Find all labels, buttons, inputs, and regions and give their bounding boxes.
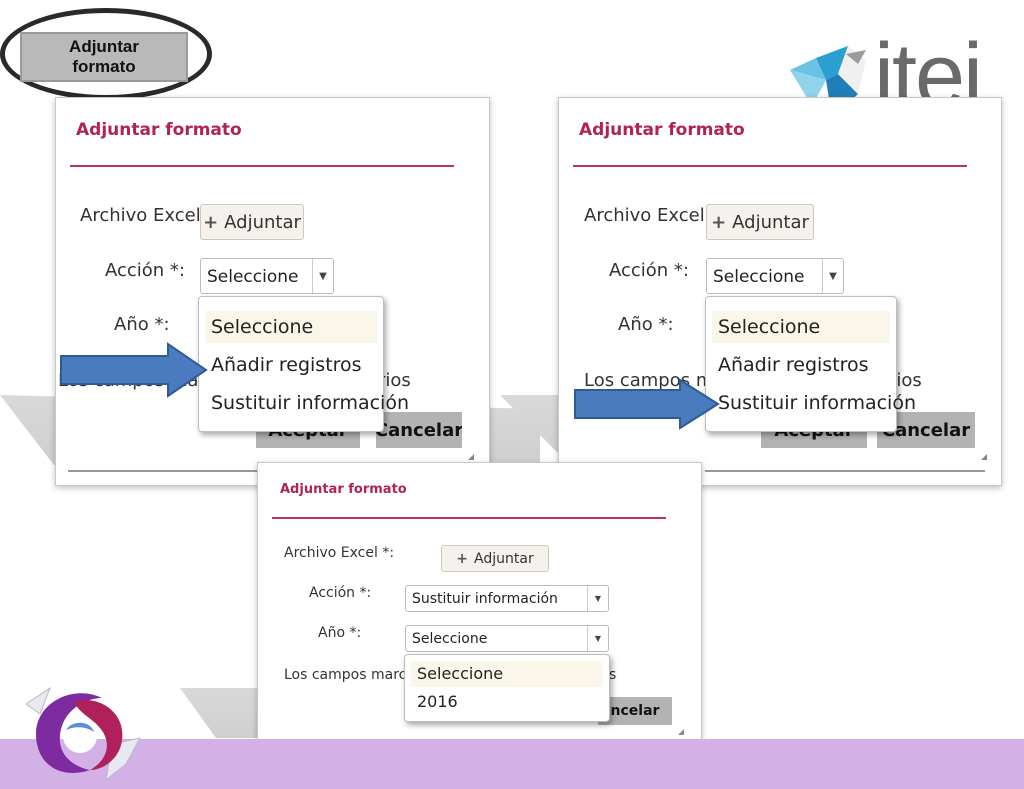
dropdown-option[interactable]: Sustituir información	[718, 392, 917, 414]
adjuntar-button[interactable]: + Adjuntar	[441, 545, 549, 572]
title-divider	[573, 165, 967, 167]
dropdown-option[interactable]: Seleccione	[205, 311, 377, 343]
dialog-title: Adjuntar formato	[76, 120, 242, 140]
dialog-title: Adjuntar formato	[280, 482, 407, 497]
chevron-down-icon: ▼	[312, 259, 333, 293]
adjuntar-label: Adjuntar	[224, 211, 301, 233]
adjuntar-button[interactable]: +Adjuntar	[706, 204, 814, 240]
accion-label: Acción *:	[105, 260, 185, 281]
anio-label: Año *:	[318, 625, 362, 641]
accion-select-value: Sustituir información	[412, 591, 558, 607]
adjuntar-formato-label: Adjuntar formato	[69, 37, 139, 76]
cancelar-label: Cancelar	[881, 419, 971, 441]
adjuntar-button[interactable]: +Adjuntar	[200, 204, 304, 240]
required-note-end: s	[609, 667, 617, 683]
anio-label: Año *:	[114, 314, 170, 335]
title-divider	[70, 165, 454, 167]
title-divider	[272, 517, 666, 519]
anio-label: Año *:	[618, 314, 674, 335]
archivo-excel-label: Archivo Excel *:	[80, 205, 222, 226]
accion-select-value: Seleccione	[207, 267, 299, 287]
accion-dropdown-left: Seleccione Añadir registros Sustituir in…	[198, 296, 410, 432]
required-note-end: rios	[378, 370, 411, 391]
dropdown-option[interactable]: Sustituir información	[211, 392, 410, 414]
adjuntar-label: Adjuntar	[474, 550, 534, 567]
chevron-down-icon: ▼	[822, 259, 843, 293]
accion-label: Acción *:	[609, 260, 689, 281]
plus-icon: +	[456, 550, 469, 567]
accion-label: Acción *:	[309, 585, 372, 601]
dropdown-option[interactable]: 2016	[417, 692, 458, 711]
footer-band	[0, 739, 1024, 789]
arrow-right-icon	[574, 378, 720, 430]
chevron-down-icon: ▼	[587, 586, 608, 611]
cancelar-label: ncelar	[610, 703, 660, 719]
anio-select-value: Seleccione	[412, 631, 488, 647]
adjuntar-formato-button[interactable]: Adjuntar formato	[20, 32, 188, 82]
plus-icon: +	[203, 211, 219, 233]
adjuntar-label: Adjuntar	[732, 211, 809, 233]
accion-select[interactable]: Sustituir información ▼	[405, 585, 609, 612]
cancelar-button[interactable]: ncelar	[598, 697, 672, 725]
emblem-icon	[25, 686, 141, 782]
arrow-right-icon	[60, 342, 208, 398]
dropdown-option[interactable]: Seleccione	[712, 311, 890, 343]
dialog-title: Adjuntar formato	[579, 120, 745, 140]
accion-select[interactable]: Seleccione ▼	[200, 258, 334, 294]
resize-handle-icon[interactable]	[468, 454, 474, 460]
accion-select-value: Seleccione	[713, 267, 805, 287]
anio-dropdown: Seleccione 2016	[404, 654, 610, 722]
required-note-start: Los campos marc	[584, 370, 742, 391]
accion-dropdown-right: Seleccione Añadir registros Sustituir in…	[705, 296, 917, 432]
footer-divider	[705, 470, 985, 472]
resize-handle-icon[interactable]	[678, 729, 684, 735]
plus-icon: +	[711, 211, 727, 233]
chevron-down-icon: ▼	[587, 626, 608, 651]
cancelar-label: Cancelar	[376, 419, 462, 441]
anio-select[interactable]: Seleccione ▼	[405, 625, 609, 652]
required-note-start: Los campos marc	[284, 667, 407, 683]
archivo-excel-label: Archivo Excel *:	[284, 545, 395, 561]
archivo-excel-label: Archivo Excel *:	[584, 205, 726, 226]
required-note-end: rios	[889, 370, 922, 391]
resize-handle-icon[interactable]	[981, 454, 987, 460]
dropdown-option[interactable]: Seleccione	[411, 661, 603, 687]
accion-select[interactable]: Seleccione ▼	[706, 258, 844, 294]
dropdown-option[interactable]: Añadir registros	[211, 354, 362, 376]
dropdown-option[interactable]: Añadir registros	[718, 354, 869, 376]
dialog-bottom: Adjuntar formato Archivo Excel *: + Adjun…	[257, 462, 702, 752]
cancelar-button[interactable]: Cancelar	[376, 412, 462, 448]
